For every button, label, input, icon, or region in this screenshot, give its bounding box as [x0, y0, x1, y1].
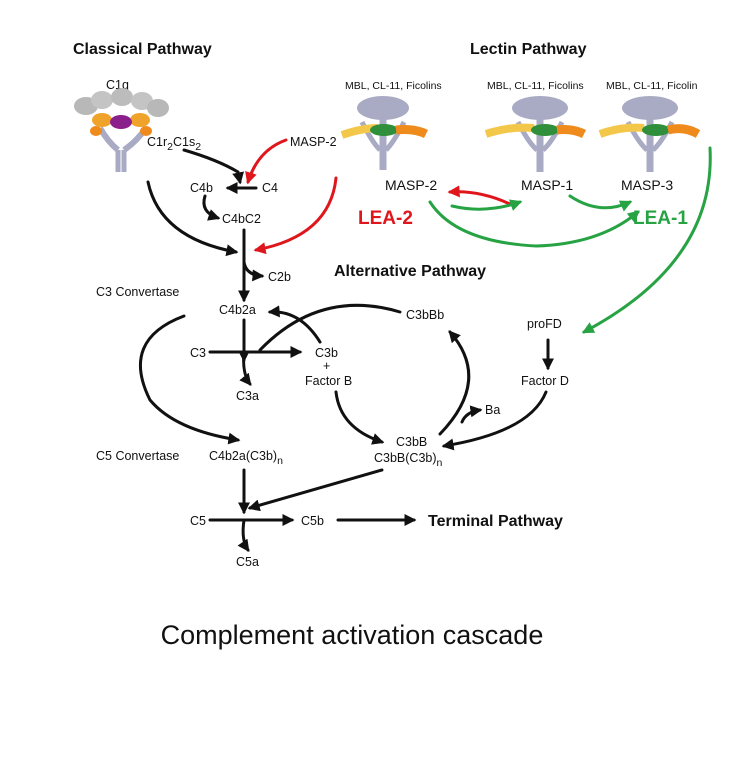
arrow-lea2-masp2-to-c4b2a	[253, 176, 338, 255]
lectin-recognition-label-2: MBL, CL-11, Ficolins	[487, 80, 584, 92]
arrow-c1-curve	[146, 180, 239, 257]
lectin-masp3-label: MASP-3	[621, 177, 673, 193]
c4b2a-label: C4b2a	[219, 303, 256, 317]
alternative-pathway-header: Alternative Pathway	[334, 263, 486, 280]
c5-label: C5	[190, 514, 206, 528]
c4bc2-label: C4bC2	[222, 212, 261, 226]
diagram-caption: Complement activation cascade	[160, 620, 544, 650]
lectin-recognition-label-3: MBL, CL-11, Ficolin	[606, 80, 698, 92]
c3bbb-label: C3bBb	[406, 308, 444, 322]
c2b-label: C2b	[268, 270, 291, 284]
arrow-c4b-to-c4bc2	[202, 194, 221, 221]
lectin-masp1-label: MASP-1	[521, 177, 573, 193]
c3a-label: C3a	[236, 389, 259, 403]
c5a-label: C5a	[236, 555, 259, 569]
lectin-recognition-illustration-3: MBL, CL-11, Ficolin	[598, 80, 701, 172]
ba-label: Ba	[485, 403, 500, 417]
arrow-c3bbn-to-c5	[247, 468, 384, 512]
c3-convertase-label: C3 Convertase	[96, 285, 179, 299]
complement-diagram: Classical Pathway Lectin Pathway Alterna…	[73, 41, 712, 569]
classical-pathway-header: Classical Pathway	[73, 41, 212, 58]
lea1-label: LEA-1	[633, 208, 688, 229]
arrow-c3bbb-to-c3	[258, 303, 402, 352]
factor-d-label: Factor D	[521, 374, 569, 388]
lectin-recognition-label-1: MBL, CL-11, Ficolins	[345, 80, 442, 92]
arrow-masp2-to-masp3-long	[428, 200, 640, 248]
lectin-pathway-header: Lectin Pathway	[470, 41, 587, 58]
lectin-recognition-illustration-2: MBL, CL-11, Ficolins	[484, 80, 587, 172]
arrow-ba-branch	[460, 405, 483, 424]
arrow-c5a-branch	[237, 518, 250, 552]
arrow-c1-to-c4b	[182, 148, 245, 185]
profd-label: proFD	[527, 317, 562, 331]
c3-label: C3	[190, 346, 206, 360]
c4b2a-c3b-n-label: C4b2a(C3b)n	[209, 449, 283, 467]
arrow-masp3-to-profd	[581, 146, 712, 334]
c4b-label: C4b	[190, 181, 213, 195]
c5-convertase-label: C5 Convertase	[96, 449, 179, 463]
c3bb-c3b-n-label: C3bB(C3b)n	[374, 451, 443, 469]
arrow-c2b-branch	[242, 260, 265, 282]
lea2-label: LEA-2	[358, 208, 413, 229]
arrow-masp1-to-masp2-red	[447, 185, 516, 208]
c3b-label: C3b	[315, 346, 338, 360]
lectin-masp2-label: MASP-2	[385, 177, 437, 193]
arrow-factorb-to-c3bb	[334, 390, 385, 445]
arrow-masp2-to-masp1-green	[450, 199, 523, 211]
plus-label: +	[323, 359, 330, 373]
c1-complex-illustration: C1q	[74, 78, 169, 172]
arrow-c3b-feedback	[267, 305, 322, 344]
arrow-masp1-to-masp3	[568, 194, 633, 212]
arrow-c3conv-to-c5conv	[139, 314, 241, 445]
c3bb-label: C3bB	[396, 435, 427, 449]
lectin-recognition-illustration-1: MBL, CL-11, Ficolins	[340, 80, 442, 170]
c4-label: C4	[262, 181, 278, 195]
factor-b-label: Factor B	[305, 374, 352, 388]
c5b-label: C5b	[301, 514, 324, 528]
classical-masp2-label: MASP-2	[290, 135, 337, 149]
arrow-c3a-branch	[239, 350, 252, 386]
terminal-pathway-header: Terminal Pathway	[428, 513, 563, 530]
arrow-factord-to-c3bb	[441, 390, 548, 451]
arrow-masp2-to-c4	[245, 138, 288, 185]
c1r2c1s2-label: C1r2C1s2	[147, 135, 201, 153]
arrow-c3bb-to-c3bbb	[438, 330, 471, 436]
